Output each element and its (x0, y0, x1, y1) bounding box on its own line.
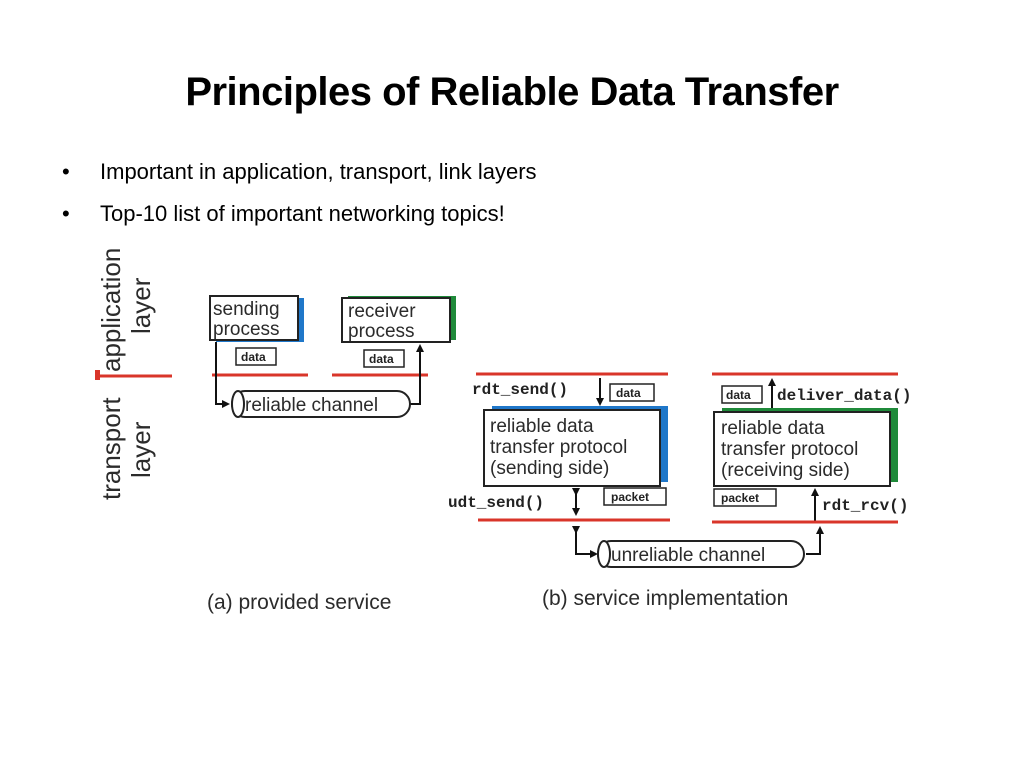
layer-label-application: application (96, 248, 126, 372)
arrow-send-down (215, 342, 230, 408)
receiver-process-label-2: process (348, 321, 415, 342)
data-tag-send (609, 383, 655, 402)
reliable-channel-label: reliable channel (245, 395, 378, 416)
rdt-send-box-line-3: (sending side) (490, 458, 609, 479)
data-tag-recv (721, 385, 763, 404)
reliable-channel-end (231, 390, 245, 418)
rdt-send-label: rdt_send() (472, 381, 568, 399)
udt-send-label: udt_send() (448, 494, 544, 512)
bullet-list: • Important in application, transport, l… (62, 158, 537, 242)
arrow-to-unreliable-channel (572, 526, 598, 558)
slide-title: Principles of Reliable Data Transfer (185, 70, 839, 114)
rdt-recv-box-line-3: (receiving side) (721, 460, 850, 481)
bullet-marker: • (62, 159, 70, 184)
rdt-rcv-label: rdt_rcv() (822, 497, 908, 515)
data-tag-right (363, 349, 405, 368)
receiver-process-label: receiver (348, 301, 416, 322)
bullet-marker: • (62, 201, 70, 226)
layer-label-transport-2: layer (126, 421, 156, 478)
caption-b: (b) service implementation (542, 587, 788, 610)
packet-tag-recv-label: packet (721, 491, 759, 505)
data-tag-left (235, 347, 277, 366)
caption-a: (a) provided service (207, 591, 391, 614)
data-tag-left-label: data (241, 350, 266, 364)
bullet-item: • Top-10 list of important networking to… (62, 200, 537, 242)
packet-tag-send (603, 487, 667, 506)
bullet-text: Top-10 list of important networking topi… (100, 201, 505, 226)
unreliable-channel-end (597, 540, 611, 568)
arrow-from-unreliable-channel (806, 526, 824, 555)
data-tag-recv-label: data (726, 388, 751, 402)
sending-process-box (209, 295, 299, 341)
data-tag-right-label: data (369, 352, 394, 366)
rdt-send-box-line-1: reliable data (490, 416, 594, 437)
bullet-text: Important in application, transport, lin… (100, 159, 537, 184)
rdt-send-box-line-2: transfer protocol (490, 437, 627, 458)
rdt-recv-box (713, 411, 891, 487)
bullet-item: • Important in application, transport, l… (62, 158, 537, 200)
unreliable-channel-label: unreliable channel (611, 545, 765, 566)
layer-divider-tick (95, 370, 100, 380)
packet-tag-send-label: packet (611, 490, 649, 504)
layer-label-transport: transport (96, 397, 126, 500)
layer-label-application-2: layer (126, 277, 156, 334)
deliver-data-label: deliver_data() (777, 387, 911, 405)
rdt-recv-box-line-1: reliable data (721, 418, 825, 439)
rdt-recv-box-line-2: transfer protocol (721, 439, 858, 460)
sending-process-label-2: process (213, 319, 280, 340)
data-tag-send-label: data (616, 386, 641, 400)
receiver-process-box (341, 297, 451, 343)
sending-process-label: sending (213, 299, 280, 320)
arrow-deliver-up (410, 344, 424, 405)
rdt-send-box (483, 409, 661, 487)
packet-tag-recv (713, 488, 777, 507)
